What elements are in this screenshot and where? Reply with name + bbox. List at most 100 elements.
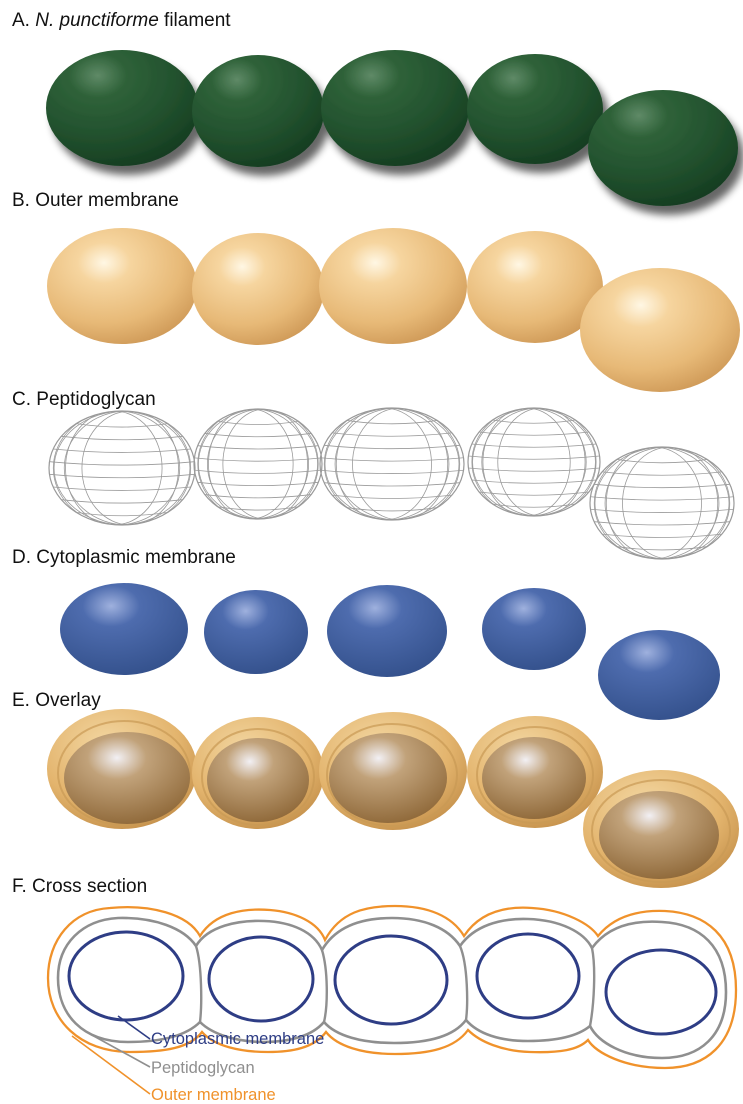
mesh-parallel [324,445,460,448]
outer-membrane-cell-2 [192,233,324,345]
mesh-parallel [198,446,319,449]
mesh-parallel [602,472,722,475]
mesh-meridian [66,411,163,525]
cytoplasmic-cell-4 [482,588,586,670]
leader-peptidoglycan [90,1034,150,1067]
mesh-parallel [324,483,460,486]
mesh-parallel [602,534,722,537]
panel-a-filament [46,50,738,206]
outer-membrane-cell-5 [580,268,740,392]
overlay-inner-cell-3 [329,733,447,823]
mesh-parallel [49,474,194,477]
filament-cell-5 [588,90,738,206]
mesh-parallel [468,456,599,459]
panel-d-title: D. Cytoplasmic membrane [12,547,236,568]
mesh-parallel [590,509,733,512]
mesh-parallel [493,504,576,507]
mesh-meridian [606,447,701,559]
mesh-meridian [198,409,309,519]
cytoplasmic-ring-2 [209,937,313,1021]
panel-e-title: E. Overlay [12,690,101,711]
overlay-inner-cell-5 [599,791,719,879]
mesh-parallel [205,495,311,498]
mesh-meridian [336,408,431,520]
mesh-meridian [53,411,179,525]
cytoplasmic-cell-1 [60,583,188,675]
mesh-parallel [594,522,730,525]
overlay-inner-cell-4 [482,737,586,819]
mesh-parallel [49,462,194,465]
legend-cytoplasmic-label: Cytoplasmic membrane [151,1030,324,1048]
cytoplasmic-cell-5 [598,630,720,720]
mesh-parallel [472,480,596,483]
septum-2 [322,950,327,1022]
mesh-parallel [61,436,182,439]
mesh-meridian [223,409,308,519]
peptidoglycan-cell-2 [194,409,323,519]
mesh-parallel [590,497,733,500]
mesh-parallel [198,482,319,485]
panel-b-outer-membrane [47,228,740,392]
panel-b-title: B. Outer membrane [12,190,179,211]
mesh-parallel [479,432,589,435]
legend-outer-label: Outer membrane [151,1086,276,1104]
mesh-parallel [218,507,298,510]
mesh-meridian [498,408,585,516]
mesh-meridian [483,408,570,516]
panel-e-overlay [47,709,739,888]
mesh-parallel [320,470,463,473]
mesh-parallel [479,492,589,495]
mesh-parallel [61,500,182,503]
mesh-meridian [352,408,447,520]
cytoplasmic-ring-1 [69,932,183,1020]
mesh-meridian [605,447,730,559]
mesh-parallel [194,470,321,473]
mesh-parallel [617,459,708,462]
mesh-meridian [208,409,293,519]
mesh-parallel [218,421,298,424]
mesh-parallel [332,433,452,436]
mesh-meridian [64,411,190,525]
peptidoglycan-cell-3 [320,408,465,520]
mesh-meridian [335,408,460,520]
mesh-meridian [324,408,449,520]
mesh-parallel [76,512,168,515]
filament-cell-1 [46,50,198,166]
panel-c-peptidoglycan-mesh [49,408,735,559]
panel-f-title: F. Cross section [12,876,147,897]
mesh-meridian [622,447,717,559]
mesh-parallel [76,424,168,427]
cytoplasmic-ring-4 [477,934,579,1018]
mesh-parallel [53,449,191,452]
septum-3 [460,946,467,1020]
cytoplasmic-cell-2 [204,590,308,674]
septum-1 [196,946,201,1022]
filament-cell-4 [467,54,603,164]
mesh-parallel [493,420,576,423]
cytoplasmic-ring-5 [606,950,716,1034]
panel-c-title: C. Peptidoglycan [12,389,156,410]
mesh-parallel [347,508,438,511]
mesh-parallel [205,433,311,436]
peptidoglycan-cell-1 [49,411,196,525]
peptidoglycan-cell-5 [590,447,735,559]
mesh-parallel [617,547,708,550]
overlay-inner-cell-1 [64,732,190,824]
mesh-parallel [468,468,599,471]
septum-4 [590,948,594,1026]
mesh-parallel [320,458,463,461]
mesh-parallel [53,487,191,490]
outer-membrane-cell-3 [319,228,467,344]
peptidoglycan-cell-4 [468,408,601,516]
filament-cell-3 [321,50,469,166]
mesh-meridian [594,447,719,559]
mesh-parallel [347,420,438,423]
panel-a-title: A. N. punctiforme filament [12,10,231,31]
mesh-parallel [194,458,321,461]
mesh-meridian [82,411,179,525]
legend-peptidoglycan-label: Peptidoglycan [151,1059,255,1077]
mesh-parallel [472,444,596,447]
mesh-meridian [207,409,318,519]
cytoplasmic-ring-3 [335,936,447,1024]
